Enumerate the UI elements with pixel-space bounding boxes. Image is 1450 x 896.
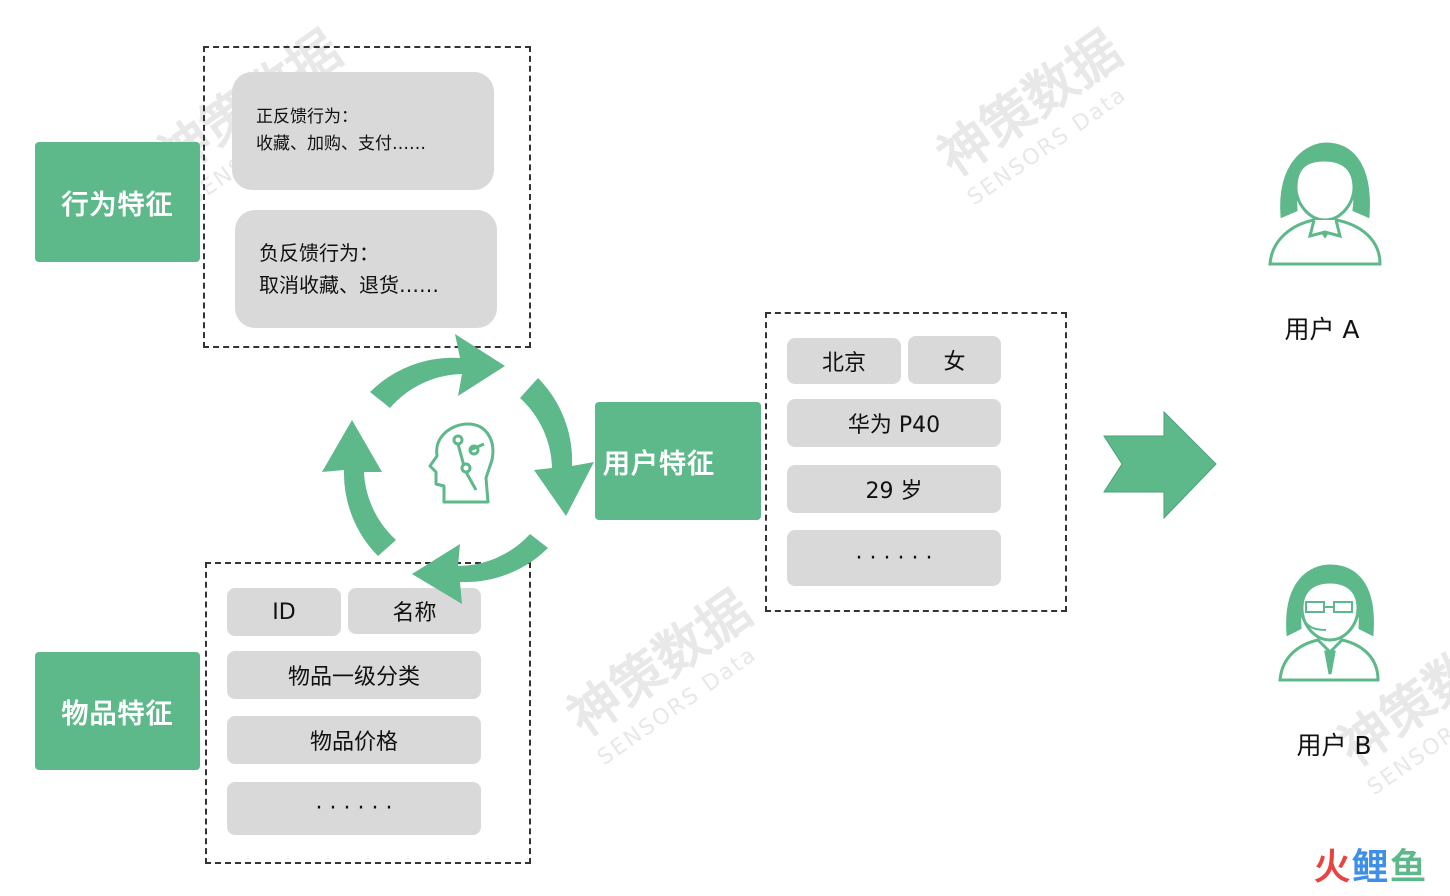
positive-feedback-title: 正反馈行为：	[256, 106, 358, 127]
user-pill-device: 华为 P40	[787, 399, 1001, 447]
item-pill-id: ID	[227, 588, 341, 636]
item-pill-category: 物品一级分类	[227, 651, 481, 699]
behavior-feature-label: 行为特征	[61, 189, 174, 221]
user-pill-gender: 女	[908, 336, 1001, 384]
cycle-arrow-bottom	[412, 534, 548, 604]
item-attribute-group	[205, 562, 531, 864]
cycle-arrow-left	[322, 420, 396, 556]
negative-feedback-examples: 取消收藏、退货……	[259, 273, 439, 297]
ai-head-icon	[428, 422, 495, 504]
cycle-arrow-right	[520, 378, 594, 516]
item-feature-label: 物品特征	[61, 698, 174, 730]
user-b-label: 用户 B	[1296, 731, 1372, 760]
negative-feedback-bubble: 负反馈行为： 取消收藏、退货……	[235, 210, 497, 328]
behavior-feature-box: 行为特征	[35, 142, 200, 262]
user-a-avatar-icon	[1268, 142, 1382, 266]
user-b-avatar-icon	[1278, 564, 1380, 682]
user-pill-city: 北京	[787, 338, 901, 384]
item-pill-price: 物品价格	[227, 716, 481, 764]
user-feature-box: 用户特征	[595, 402, 761, 520]
user-feature-label: 用户特征	[603, 448, 715, 480]
positive-feedback-examples: 收藏、加购、支付……	[256, 134, 426, 154]
item-feature-box: 物品特征	[35, 652, 200, 770]
cycle-arrow-group	[322, 334, 594, 604]
user-pill-more: · · · · · ·	[787, 530, 1001, 586]
negative-feedback-title: 负反馈行为：	[259, 241, 379, 265]
user-pill-age: 29 岁	[787, 465, 1001, 513]
feedback-group	[203, 46, 531, 348]
user-a-label: 用户 A	[1284, 315, 1360, 344]
cycle-arrow-top	[370, 334, 505, 408]
user-attribute-group	[765, 312, 1067, 612]
brand-logo: 火鲤鱼	[1313, 847, 1428, 888]
item-pill-more: · · · · · ·	[227, 782, 481, 835]
positive-feedback-bubble: 正反馈行为： 收藏、加购、支付……	[232, 72, 494, 190]
